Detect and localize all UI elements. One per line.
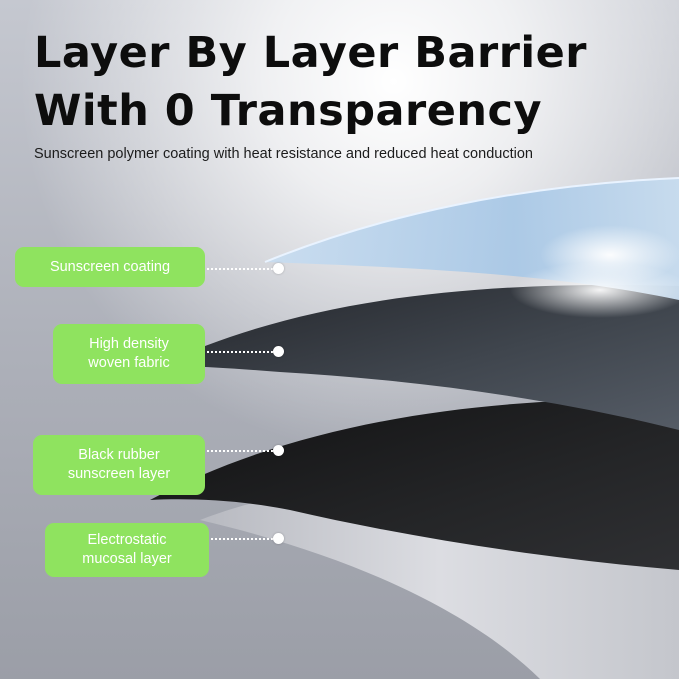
- label-high-density-woven-fabric: High density woven fabric: [53, 324, 205, 384]
- dot-marker-icon: [273, 263, 284, 274]
- label-sunscreen-coating: Sunscreen coating: [15, 247, 205, 287]
- title-line-2: With 0 Transparency: [34, 86, 543, 136]
- label-electrostatic-mucosal-layer: Electrostatic mucosal layer: [45, 523, 209, 577]
- dot-marker-icon: [273, 533, 284, 544]
- leader-line: [207, 450, 273, 452]
- leader-line: [207, 268, 273, 270]
- page-subtitle: Sunscreen polymer coating with heat resi…: [34, 146, 533, 162]
- dot-marker-icon: [273, 445, 284, 456]
- label-black-rubber-sunscreen-layer: Black rubber sunscreen layer: [33, 435, 205, 495]
- dot-marker-icon: [273, 346, 284, 357]
- leader-line: [211, 538, 273, 540]
- rubber-layer: [150, 399, 679, 570]
- leader-line: [207, 351, 273, 353]
- woven-fabric-layer: [160, 284, 679, 430]
- title-line-1: Layer By Layer Barrier: [34, 28, 588, 78]
